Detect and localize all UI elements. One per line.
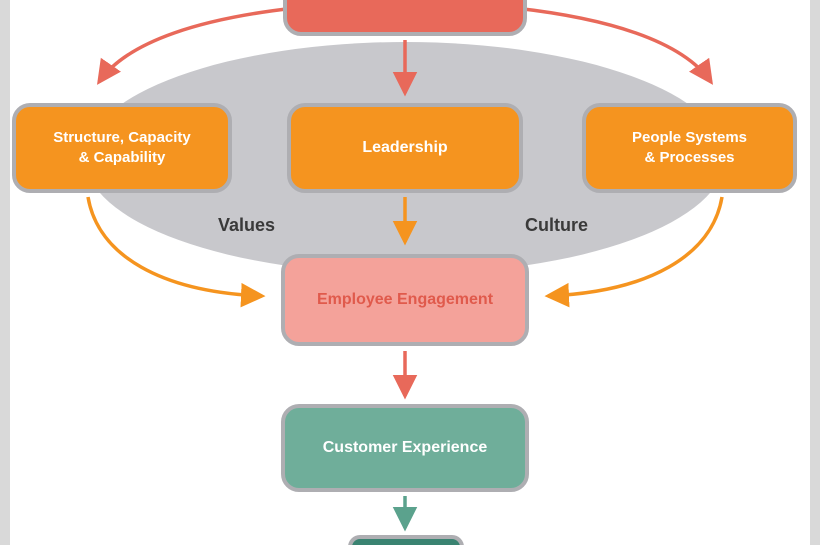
arrow-top-to-people <box>514 6 713 85</box>
box-structure-capacity: Structure, Capacity & Capability <box>12 103 232 193</box>
right-gray-margin <box>810 0 820 545</box>
box-employee-engagement: Employee Engagement <box>281 254 529 346</box>
box-people-label-line2: & Processes <box>644 149 735 166</box>
box-people-label-line1: People Systems <box>631 128 748 146</box>
box-leadership: Leadership <box>287 103 523 193</box>
arrow-people-to-engagement <box>544 196 724 308</box>
box-leadership-label: Leadership <box>362 139 448 157</box>
arrow-top-to-structure <box>97 6 296 85</box>
label-values: Values <box>218 215 276 235</box>
box-structure-label-line2: & Capability <box>78 149 166 166</box>
box-structure-label-line1: Structure, Capacity <box>53 128 191 146</box>
box-people-systems: People Systems & Processes <box>582 103 797 193</box>
box-employee-engagement-label: Employee Engagement <box>316 291 494 309</box>
top-strategy-box <box>283 0 527 36</box>
arrow-structure-to-engagement <box>86 196 266 308</box>
left-gray-margin <box>0 0 10 545</box>
box-customer-experience: Customer Experience <box>281 404 529 492</box>
box-customer-experience-label: Customer Experience <box>322 439 488 457</box>
label-culture: Culture <box>525 215 588 235</box>
bottom-partial-box <box>348 535 464 545</box>
